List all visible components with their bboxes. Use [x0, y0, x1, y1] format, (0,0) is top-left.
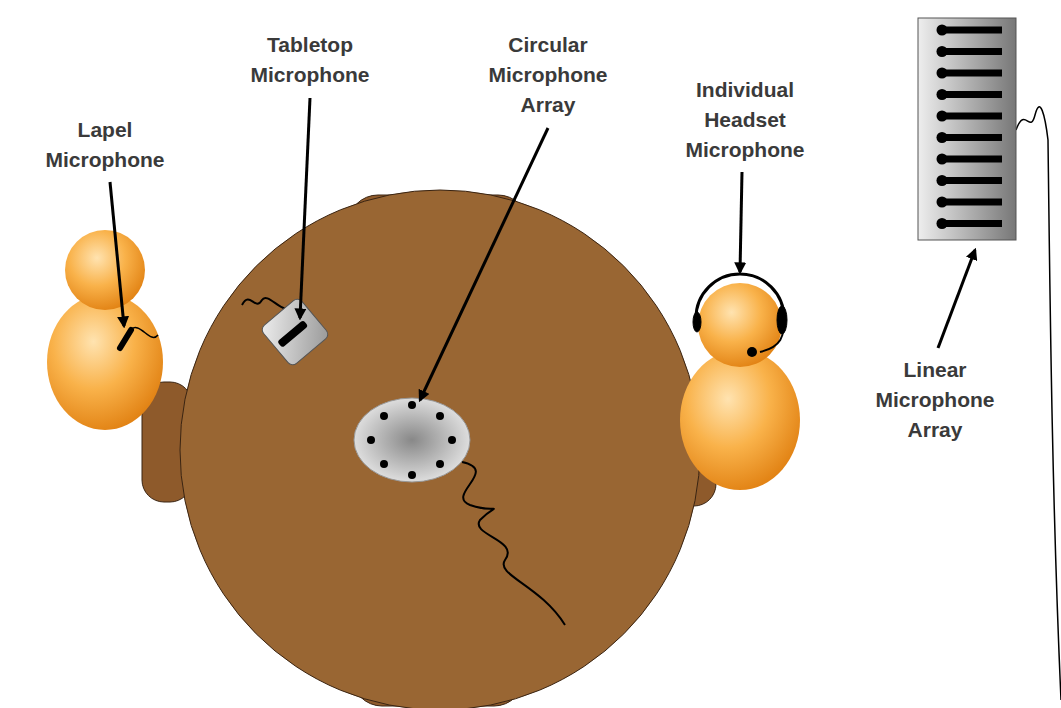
table — [180, 190, 700, 708]
circular-microphone-array — [354, 398, 470, 482]
person — [680, 283, 800, 490]
part-label: Lapel Microphone — [30, 115, 180, 175]
part-label: Individual Headset Microphone — [670, 75, 820, 165]
lapel-microphone — [120, 330, 131, 348]
part-label: Linear Microphone Array — [860, 355, 1010, 445]
part-label: Tabletop Microphone — [235, 30, 385, 90]
leader-arrow — [110, 98, 975, 400]
linear-microphone-array — [918, 18, 1016, 240]
tabletop-microphone — [260, 297, 330, 367]
part-label: Circular Microphone Array — [473, 30, 623, 120]
headset-microphone — [693, 274, 787, 357]
person — [47, 230, 163, 430]
